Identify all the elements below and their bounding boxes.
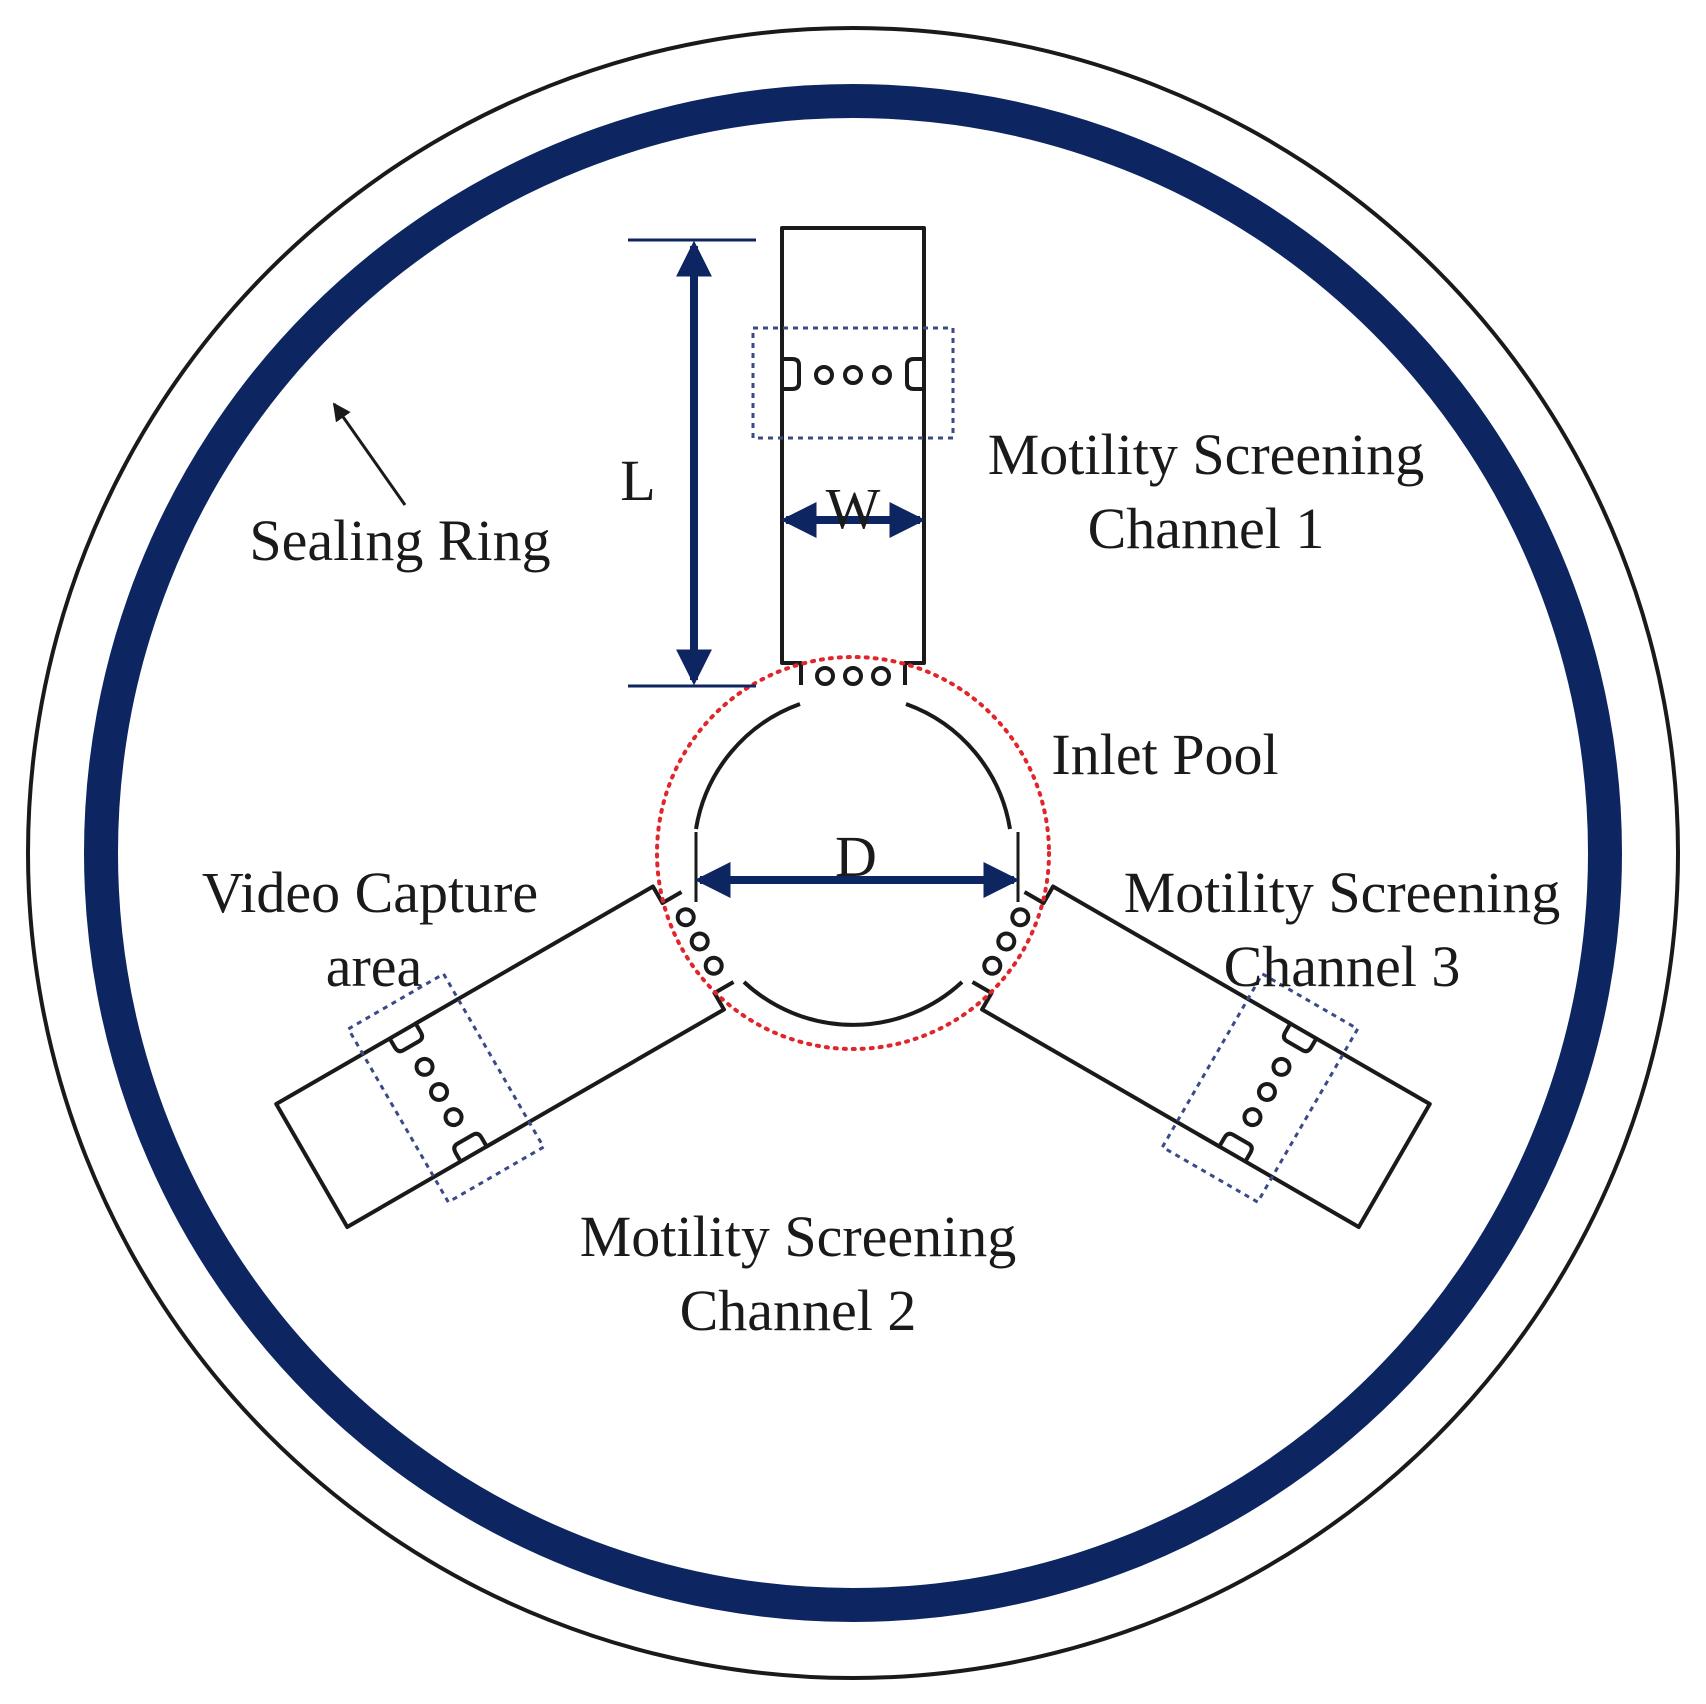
label-dim-width: W xyxy=(826,476,881,541)
label-video-capture-line2: area xyxy=(326,934,423,999)
label-channel-3-line1: Motility Screening xyxy=(1124,860,1561,925)
diameter-dimension xyxy=(694,832,1020,902)
label-channel-2-line2: Channel 2 xyxy=(680,1278,917,1343)
label-sealing-ring: Sealing Ring xyxy=(249,508,550,573)
sealing-ring-pointer xyxy=(332,402,407,506)
channel-2 xyxy=(274,873,746,1229)
label-channel-2-line1: Motility Screening xyxy=(580,1204,1017,1269)
inlet-pool-wall xyxy=(694,702,1012,1027)
sealing-ring xyxy=(84,84,1622,1622)
label-channel-1-line1: Motility Screening xyxy=(988,422,1425,487)
label-inlet-pool: Inlet Pool xyxy=(1051,722,1278,787)
channel-1 xyxy=(780,226,926,687)
label-channel-3-line2: Channel 3 xyxy=(1224,934,1461,999)
channel-3 xyxy=(960,873,1432,1229)
label-dim-length: L xyxy=(620,448,655,513)
label-channel-1-line2: Channel 1 xyxy=(1088,496,1325,561)
label-video-capture-line1: Video Capture xyxy=(202,860,538,925)
inlet-pool-outline xyxy=(655,655,1051,1051)
chip-outer-edge xyxy=(26,26,1680,1680)
length-dimension xyxy=(628,238,756,688)
label-dim-diameter: D xyxy=(835,824,877,889)
